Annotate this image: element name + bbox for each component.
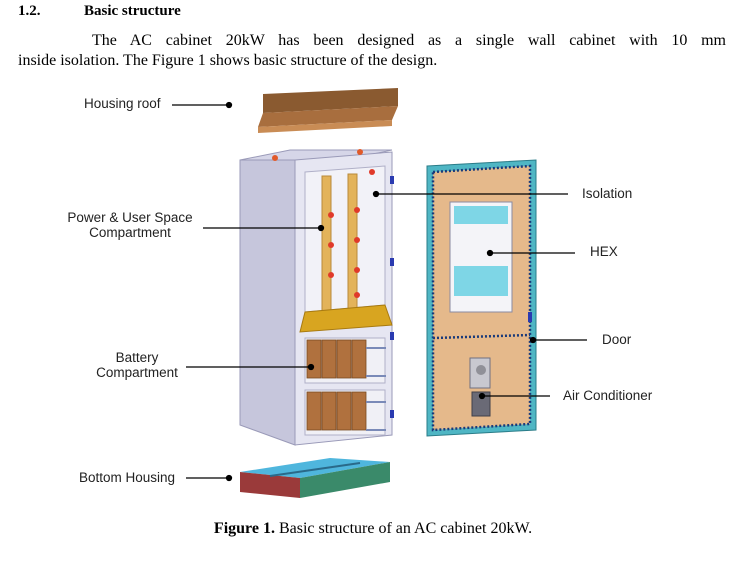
label-power-user-space-line1: Power & User Space [67, 210, 193, 225]
label-power-user-space: Power & User Space Compartment [58, 210, 202, 240]
label-housing-roof: Housing roof [84, 96, 161, 111]
bottom-housing-part [240, 458, 390, 498]
leader-lines [172, 101, 587, 482]
cabinet-body-part [239, 149, 394, 446]
label-battery-line1: Battery [115, 350, 159, 365]
body-paragraph: The AC cabinet 20kW has been designed as… [18, 31, 726, 71]
caption-label: Figure 1. [213, 520, 275, 537]
section-title: Basic structure [84, 3, 181, 19]
label-air-conditioner: Air Conditioner [563, 388, 653, 403]
figure-caption: Figure 1. Basic structure of an AC cabin… [0, 520, 746, 538]
section-heading: 1.2. Basic structure [18, 3, 181, 20]
paragraph-line-1: The AC cabinet 20kW has been designed as… [92, 32, 726, 49]
label-hex: HEX [590, 244, 618, 259]
door-part [426, 159, 537, 437]
label-battery-line2: Compartment [96, 365, 178, 380]
housing-roof-part [258, 88, 398, 133]
label-isolation: Isolation [582, 186, 633, 201]
label-battery-compartment: Battery Compartment [90, 350, 184, 380]
cabinet-illustration [172, 88, 587, 498]
label-power-user-space-line2: Compartment [89, 225, 171, 240]
caption-text: Basic structure of an AC cabinet 20kW. [274, 520, 533, 537]
paragraph-line-2: inside isolation. The Figure 1 shows bas… [18, 52, 438, 69]
section-number: 1.2. [18, 3, 41, 19]
label-bottom-housing: Bottom Housing [79, 470, 176, 485]
cabinet-figure: Housing roof Power & User Space Compartm… [0, 80, 746, 510]
label-door: Door [602, 332, 632, 347]
